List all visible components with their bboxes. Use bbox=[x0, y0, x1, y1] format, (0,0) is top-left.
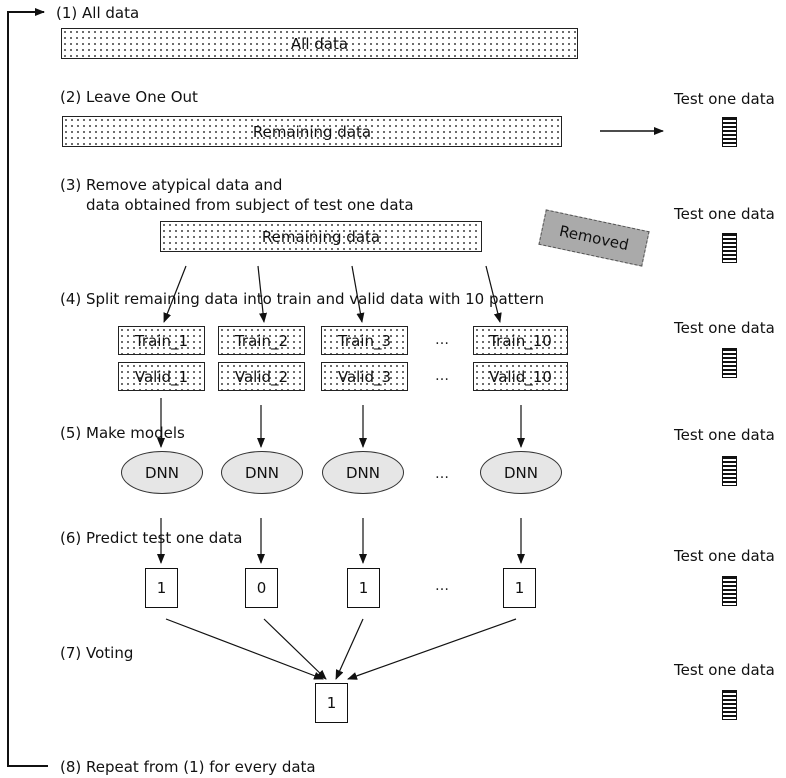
prediction-ellipsis: … bbox=[435, 578, 449, 594]
dnn-label-1: DNN bbox=[145, 463, 179, 482]
test-one-data-icon-6 bbox=[722, 576, 737, 606]
vote-result-value: 1 bbox=[326, 694, 337, 712]
valid-label-10: Valid_10 bbox=[489, 367, 552, 386]
test-one-data-label-2: Test one data bbox=[674, 90, 775, 108]
valid-box-2: Valid_2 bbox=[218, 362, 305, 391]
remaining-data-bar-1: Remaining data bbox=[62, 116, 562, 147]
dnn-model-10: DNN bbox=[480, 451, 562, 494]
valid-label-3: Valid_3 bbox=[337, 367, 392, 386]
repeat-loop-arrow bbox=[7, 8, 48, 767]
test-one-data-icon-2 bbox=[722, 117, 737, 147]
test-one-data-icon-7 bbox=[722, 690, 737, 720]
step-1-label: (1) All data bbox=[56, 4, 140, 22]
step-8-label: (8) Repeat from (1) for every data bbox=[60, 758, 316, 776]
dnn-model-2: DNN bbox=[221, 451, 303, 494]
step-3-label: (3) Remove atypical data and bbox=[60, 176, 283, 194]
dnn-model-3: DNN bbox=[322, 451, 404, 494]
train-box-1: Train_1 bbox=[118, 326, 205, 355]
test-one-data-label-5: Test one data bbox=[674, 426, 775, 444]
prediction-value-10: 1 bbox=[514, 579, 525, 597]
prediction-box-10: 1 bbox=[503, 568, 536, 608]
prediction-box-3: 1 bbox=[347, 568, 380, 608]
dnn-label-3: DNN bbox=[346, 463, 380, 482]
remaining-data-label-1: Remaining data bbox=[252, 122, 372, 141]
train-box-10: Train_10 bbox=[473, 326, 568, 355]
test-one-data-label-6: Test one data bbox=[674, 547, 775, 565]
train-box-3: Train_3 bbox=[321, 326, 408, 355]
test-one-data-icon-5 bbox=[722, 456, 737, 486]
test-one-data-label-7: Test one data bbox=[674, 661, 775, 679]
all-data-label: All data bbox=[290, 34, 349, 53]
valid-label-1: Valid_1 bbox=[134, 367, 189, 386]
step-7-label: (7) Voting bbox=[60, 644, 134, 662]
step-6-label: (6) Predict test one data bbox=[60, 529, 243, 547]
valid-ellipsis: … bbox=[435, 368, 449, 384]
prediction-box-2: 0 bbox=[245, 568, 278, 608]
valid-label-2: Valid_2 bbox=[234, 367, 289, 386]
valid-box-3: Valid_3 bbox=[321, 362, 408, 391]
remaining-data-bar-2: Remaining data bbox=[160, 221, 482, 252]
train-label-2: Train_2 bbox=[234, 331, 289, 350]
dnn-ellipsis: … bbox=[435, 466, 449, 482]
train-label-10: Train_10 bbox=[489, 331, 552, 350]
prediction-value-3: 1 bbox=[358, 579, 369, 597]
prediction-value-1: 1 bbox=[156, 579, 167, 597]
train-label-3: Train_3 bbox=[337, 331, 392, 350]
test-one-data-icon-3 bbox=[722, 233, 737, 263]
dnn-label-10: DNN bbox=[504, 463, 538, 482]
test-one-data-label-4: Test one data bbox=[674, 319, 775, 337]
valid-box-10: Valid_10 bbox=[473, 362, 568, 391]
step-5-label: (5) Make models bbox=[60, 424, 185, 442]
dnn-model-1: DNN bbox=[121, 451, 203, 494]
step-2-label: (2) Leave One Out bbox=[60, 88, 198, 106]
dnn-label-2: DNN bbox=[245, 463, 279, 482]
all-data-bar: All data bbox=[61, 28, 578, 59]
vote-result-box: 1 bbox=[315, 683, 348, 723]
valid-box-1: Valid_1 bbox=[118, 362, 205, 391]
remaining-data-label-2: Remaining data bbox=[261, 227, 381, 246]
prediction-box-1: 1 bbox=[145, 568, 178, 608]
step-4-label: (4) Split remaining data into train and … bbox=[60, 290, 545, 308]
step-3-label-line2: data obtained from subject of test one d… bbox=[86, 196, 414, 214]
test-one-data-label-3: Test one data bbox=[674, 205, 775, 223]
removed-label: Removed bbox=[557, 221, 631, 255]
train-box-2: Train_2 bbox=[218, 326, 305, 355]
train-ellipsis: … bbox=[435, 332, 449, 348]
prediction-value-2: 0 bbox=[256, 579, 267, 597]
test-one-data-icon-4 bbox=[722, 348, 737, 378]
train-label-1: Train_1 bbox=[134, 331, 189, 350]
